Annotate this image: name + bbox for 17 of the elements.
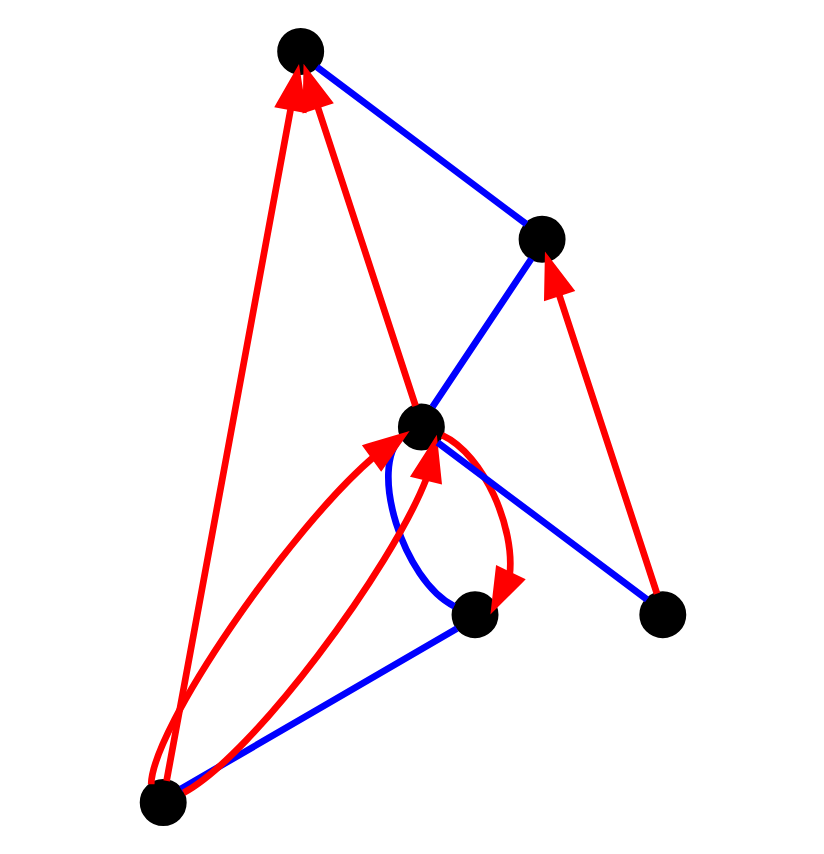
connector	[428, 256, 534, 409]
arrow	[162, 63, 306, 782]
connector	[384, 435, 456, 609]
arrow	[180, 434, 441, 796]
connector	[178, 625, 458, 792]
arrow	[542, 251, 660, 595]
node-circle	[276, 28, 324, 75]
node-circle	[450, 591, 498, 639]
arrow	[301, 63, 418, 407]
node-circle	[396, 403, 444, 451]
connector	[313, 64, 528, 227]
node-circle	[517, 215, 565, 263]
arrow	[146, 430, 409, 785]
node-circle	[138, 779, 186, 826]
connector	[434, 439, 648, 603]
node-circle	[638, 591, 686, 639]
arrow	[439, 432, 525, 615]
